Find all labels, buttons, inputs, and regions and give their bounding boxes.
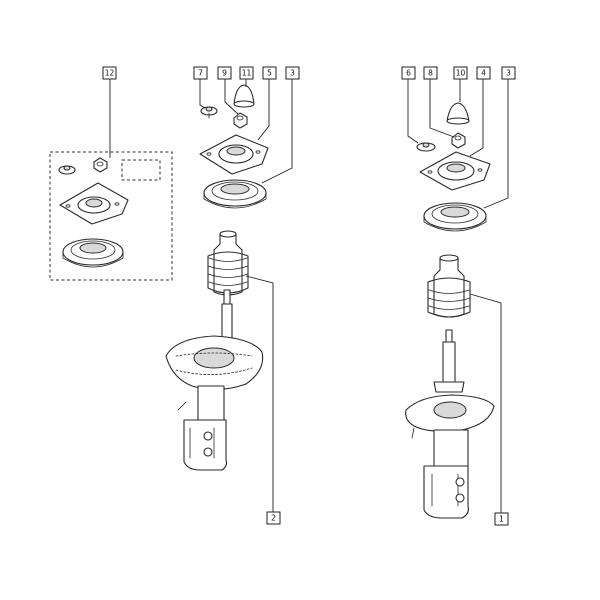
top-mount-5 xyxy=(199,134,269,175)
callout-11: 11 xyxy=(239,66,254,80)
callout-9-text: 9 xyxy=(222,69,227,78)
callout-6-text: 6 xyxy=(406,69,411,78)
callout-5: 5 xyxy=(262,66,277,80)
callout-7: 7 xyxy=(193,66,208,80)
callout-10: 10 xyxy=(453,66,468,80)
right-strut-assembly xyxy=(405,102,495,519)
callout-3-left: 3 xyxy=(285,66,300,80)
callout-1-text: 1 xyxy=(499,515,504,524)
callout-1: 1 xyxy=(494,512,509,526)
leader-lines xyxy=(109,79,509,513)
dust-boot-1 xyxy=(427,254,471,318)
callout-4-text: 4 xyxy=(481,69,486,78)
cap-11 xyxy=(233,84,255,108)
nut-8 xyxy=(451,132,466,149)
callout-2-text: 2 xyxy=(271,514,276,523)
kit-12-top-mount xyxy=(59,182,129,225)
kit-12-bearing xyxy=(62,238,124,268)
callout-8-text: 8 xyxy=(428,69,433,78)
left-strut-assembly xyxy=(165,84,269,471)
kit-12-washer xyxy=(58,165,76,175)
strut-body-right xyxy=(423,429,469,519)
dust-boot-2 xyxy=(207,230,249,296)
kit-12-frame xyxy=(49,151,173,281)
callout-4: 4 xyxy=(476,66,491,80)
cap-10 xyxy=(446,102,470,125)
spring-seat-right xyxy=(405,394,495,439)
callout-10-text: 10 xyxy=(456,69,466,78)
callout-3-right-text: 3 xyxy=(506,69,511,78)
bearing-3-left xyxy=(203,179,267,209)
kit-12-label-box xyxy=(121,159,161,181)
callout-5-text: 5 xyxy=(267,69,272,78)
callout-3-left-text: 3 xyxy=(290,69,295,78)
callout-12-text: 12 xyxy=(105,69,115,78)
callout-8: 8 xyxy=(423,66,438,80)
washer-6 xyxy=(416,142,436,152)
washer-7 xyxy=(200,106,218,119)
callout-6: 6 xyxy=(401,66,416,80)
callout-2: 2 xyxy=(266,511,281,525)
strut-body-left xyxy=(177,385,228,471)
callout-3-right: 3 xyxy=(501,66,516,80)
nut-9 xyxy=(233,112,248,129)
kit-12-group xyxy=(49,151,173,281)
bearing-3-right xyxy=(423,202,487,232)
callout-12: 12 xyxy=(102,66,117,80)
callout-11-text: 11 xyxy=(242,69,252,78)
callout-7-text: 7 xyxy=(198,69,203,78)
top-mount-4 xyxy=(419,151,491,191)
kit-12-nut xyxy=(93,157,108,173)
spring-seat-left xyxy=(165,335,264,391)
piston-rod-right xyxy=(433,329,465,393)
callout-9: 9 xyxy=(217,66,232,80)
